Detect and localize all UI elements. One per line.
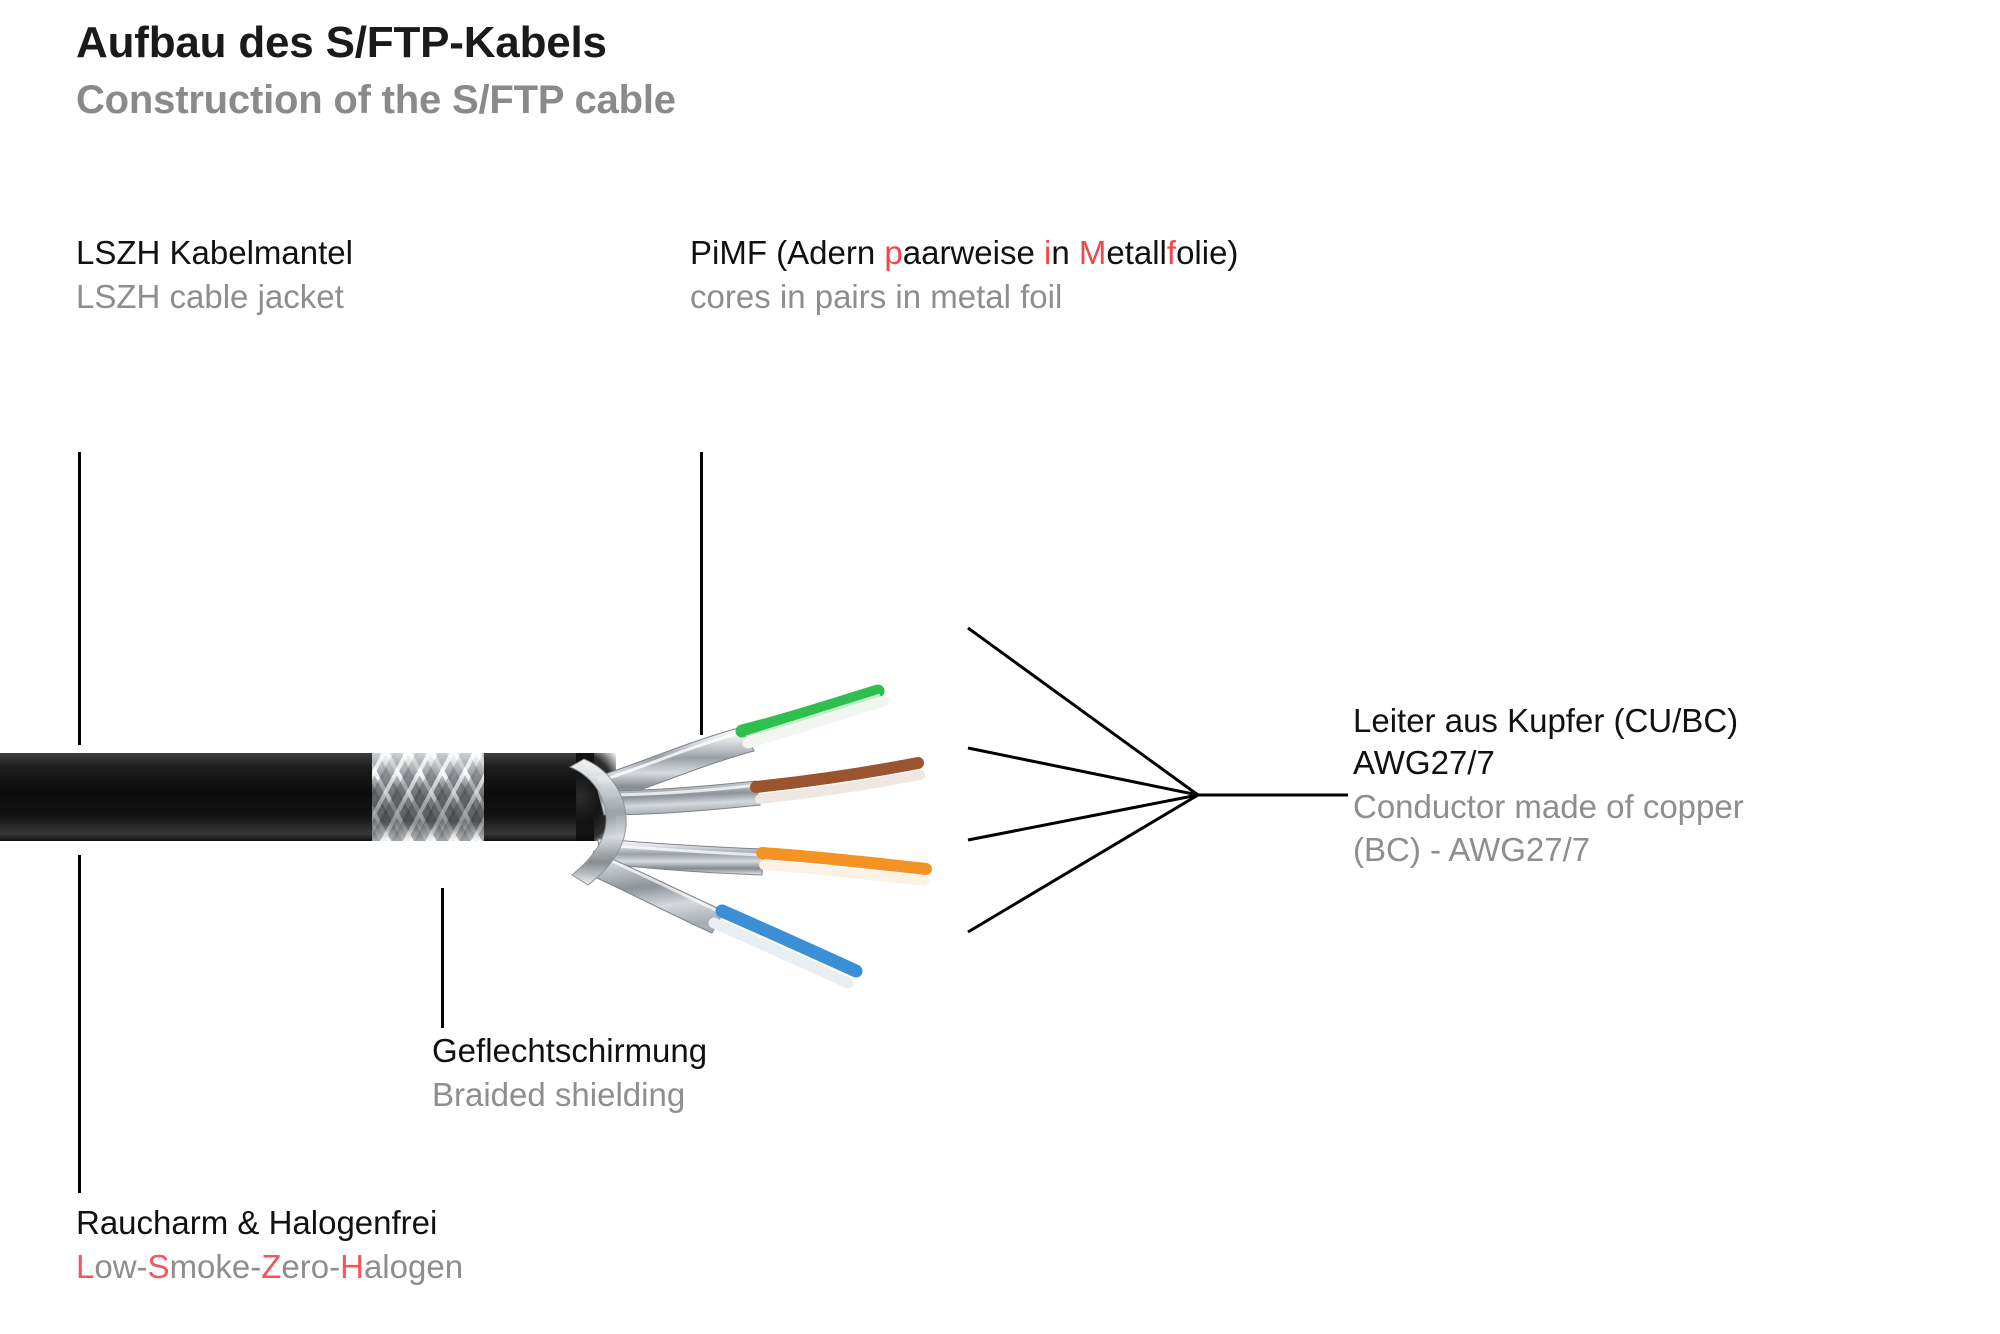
callout-pimf-label-de: PiMF (Adern paarweise in Metallfolie) [690, 234, 1239, 271]
callout-jacket-label-de: LSZH Kabelmantel [76, 234, 353, 271]
leader-line-jacket [78, 452, 81, 745]
cable-jacket-left-segment [0, 753, 384, 841]
leader-line-pimf [700, 452, 703, 735]
page-title: Aufbau des S/FTP-Kabels [76, 18, 607, 67]
callout-conductor-label-en: Conductor made of copper (BC) - AWG27/7 [1353, 788, 1744, 868]
fan-line-green [967, 626, 1199, 797]
callout-pimf-label-en: cores in pairs in metal foil [690, 278, 1063, 316]
twisted-pair-orange [597, 838, 932, 886]
callout-braid-label-de: Geflechtschirmung [432, 1032, 708, 1069]
cable-illustration [0, 684, 980, 989]
callout-jacket: LSZH Kabelmantel LSZH cable jacket [76, 232, 353, 318]
leader-line-braid [441, 888, 444, 1028]
fan-line-orange [967, 793, 1199, 842]
metal-foil-bundle [568, 758, 627, 886]
leader-line-lszh [78, 855, 81, 1193]
callout-pimf: PiMF (Adern paarweise in Metallfolie) co… [690, 232, 1238, 318]
page-subtitle: Construction of the S/FTP cable [76, 78, 676, 122]
fan-line-brown [967, 746, 1199, 797]
callout-conductor: Leiter aus Kupfer (CU/BC) AWG27/7 Conduc… [1353, 700, 1744, 871]
callout-conductor-label-de: Leiter aus Kupfer (CU/BC) AWG27/7 [1353, 702, 1739, 782]
callout-lszh-label-de: Raucharm & Halogenfrei [76, 1204, 438, 1241]
leader-lines-conductor-fan [967, 626, 1348, 934]
twisted-pairs-group [568, 684, 932, 989]
callout-lszh: Raucharm & Halogenfrei Low-Smoke-Zero-Ha… [76, 1202, 463, 1288]
twisted-pair-brown [597, 757, 925, 816]
callout-jacket-label-en: LSZH cable jacket [76, 278, 344, 316]
callout-braid-label-en: Braided shielding [432, 1076, 686, 1114]
callout-braid: Geflechtschirmung Braided shielding [432, 1030, 707, 1116]
callout-lszh-label-en: Low-Smoke-Zero-Halogen [76, 1248, 464, 1286]
twisted-pair-green [595, 684, 890, 802]
fan-line-blue [967, 793, 1199, 934]
